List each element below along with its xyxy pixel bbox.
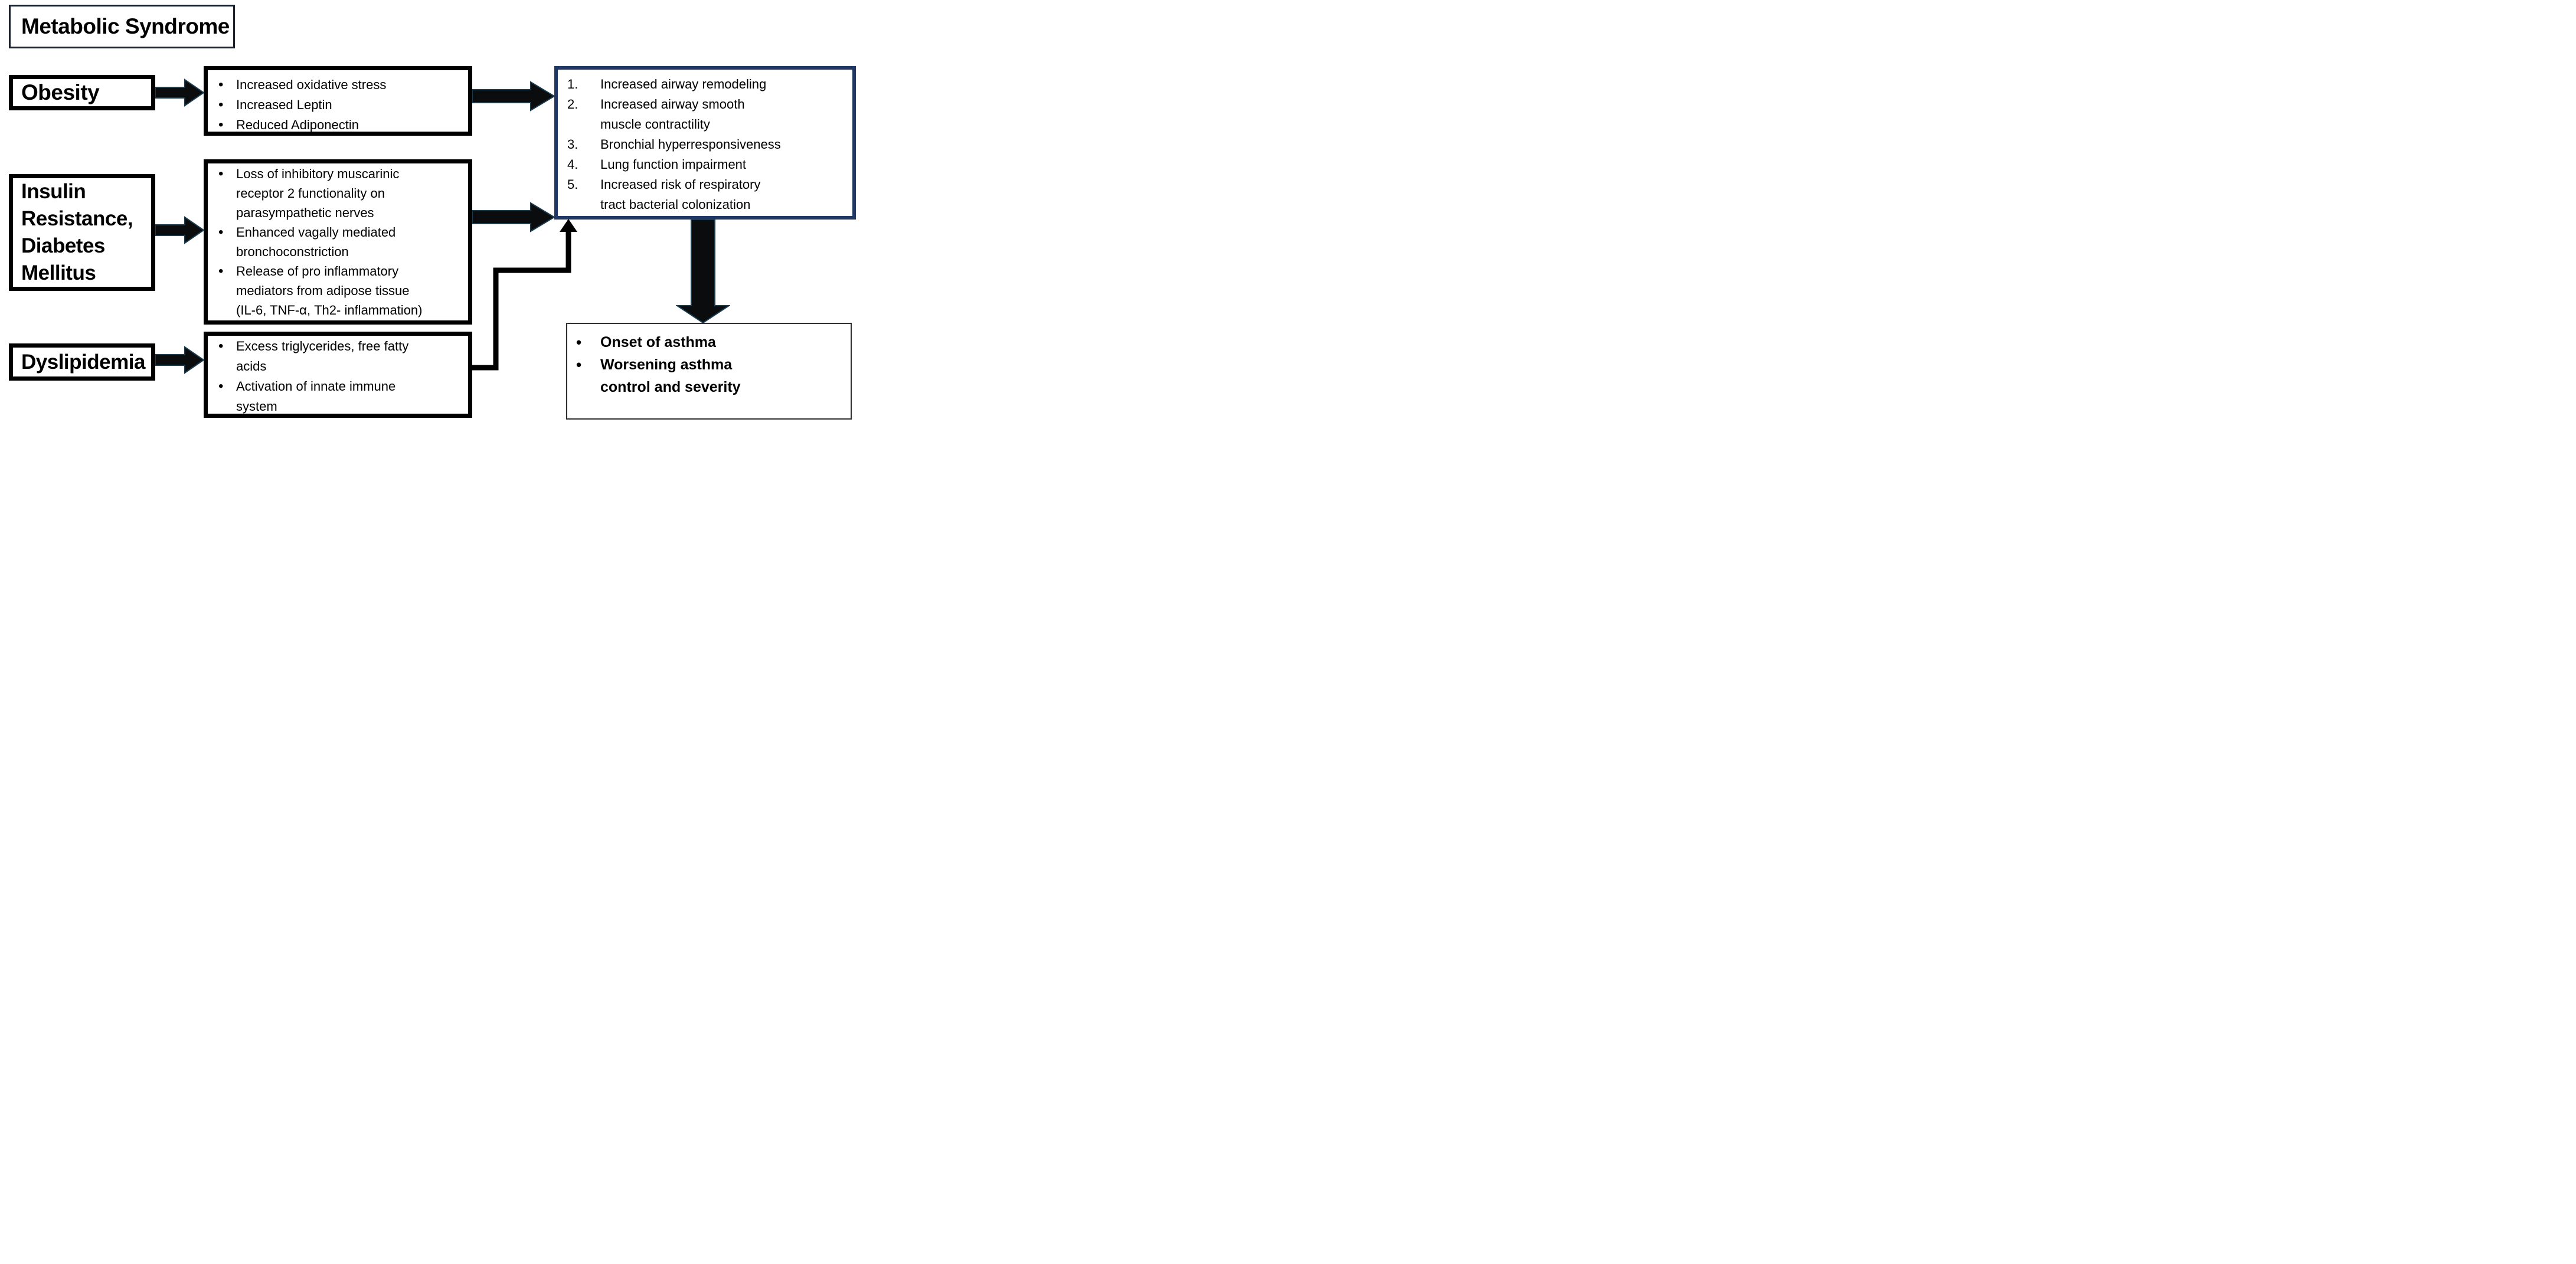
item-text: Increased airway smooth muscle contracti… (600, 97, 745, 132)
list-item: Release of pro inflammatory mediators fr… (208, 261, 468, 320)
insulin-effects-list: Loss of inhibitory muscarinic receptor 2… (208, 163, 468, 320)
list-item: Enhanced vagally mediated bronchoconstri… (208, 222, 468, 261)
metabolic-syndrome-title: Metabolic Syndrome (21, 14, 230, 38)
item-text: Increased airway remodeling (600, 77, 767, 91)
dyslipidemia-box: Dyslipidemia (9, 343, 155, 381)
item-number: 5. (567, 177, 578, 192)
insulin-effects-box: Loss of inhibitory muscarinic receptor 2… (204, 159, 472, 325)
arrow-obesity-effects-to-airway-icon (472, 81, 555, 112)
metabolic-syndrome-title-box: Metabolic Syndrome (9, 5, 235, 48)
insulin-resistance-box: Insulin Resistance, Diabetes Mellitus (9, 174, 155, 291)
list-item: Increased oxidative stress (208, 75, 468, 95)
obesity-effects-box: Increased oxidative stress Increased Lep… (204, 66, 472, 136)
dyslipidemia-effects-box: Excess triglycerides, free fatty acids A… (204, 332, 472, 418)
list-item: Increased Leptin (208, 95, 468, 115)
item-number: 4. (567, 157, 578, 172)
item-text: Lung function impairment (600, 157, 747, 172)
connector-dyslipidemia-effects-to-airway-icon (471, 219, 577, 371)
asthma-outcomes-list: Onset of asthma Worsening asthma control… (567, 324, 851, 398)
dyslipidemia-label: Dyslipidemia (21, 350, 145, 374)
item-number: 3. (567, 137, 578, 152)
list-item: Loss of inhibitory muscarinic receptor 2… (208, 164, 468, 222)
list-item: Reduced Adiponectin (208, 115, 468, 135)
list-item: Activation of innate immune system (208, 376, 468, 417)
metabolic-syndrome-asthma-diagram: Metabolic Syndrome Obesity Insulin Resis… (0, 0, 859, 421)
arrow-insulin-to-effects-icon (155, 216, 205, 244)
list-item: Onset of asthma (567, 331, 851, 353)
list-item: 5. Increased risk of respiratory tract b… (558, 175, 852, 215)
list-item: 1. Increased airway remodeling (558, 74, 852, 94)
item-text: Bronchial hyperresponsiveness (600, 137, 781, 152)
arrow-airway-to-asthma-outcomes-icon (676, 220, 730, 323)
obesity-effects-list: Increased oxidative stress Increased Lep… (208, 70, 468, 135)
item-number: 2. (567, 97, 578, 112)
asthma-outcomes-box: Onset of asthma Worsening asthma control… (566, 323, 852, 420)
item-number: 1. (567, 77, 578, 91)
list-item: 4. Lung function impairment (558, 155, 852, 175)
list-item: Worsening asthma control and severity (567, 353, 851, 398)
arrow-dyslipidemia-to-effects-icon (155, 346, 205, 374)
list-item: Excess triglycerides, free fatty acids (208, 336, 468, 376)
airway-effects-list: 1. Increased airway remodeling 2. Increa… (558, 70, 852, 215)
dyslipidemia-effects-list: Excess triglycerides, free fatty acids A… (208, 336, 468, 417)
arrow-insulin-effects-to-airway-icon (472, 202, 555, 233)
list-item: 2. Increased airway smooth muscle contra… (558, 94, 852, 135)
item-text: Increased risk of respiratory tract bact… (600, 177, 761, 212)
list-item: 3. Bronchial hyperresponsiveness (558, 135, 852, 155)
obesity-box: Obesity (9, 75, 155, 110)
airway-effects-box: 1. Increased airway remodeling 2. Increa… (554, 66, 856, 220)
insulin-resistance-label: Insulin Resistance, Diabetes Mellitus (21, 180, 133, 284)
obesity-label: Obesity (21, 80, 100, 104)
arrow-obesity-to-effects-icon (155, 78, 205, 107)
